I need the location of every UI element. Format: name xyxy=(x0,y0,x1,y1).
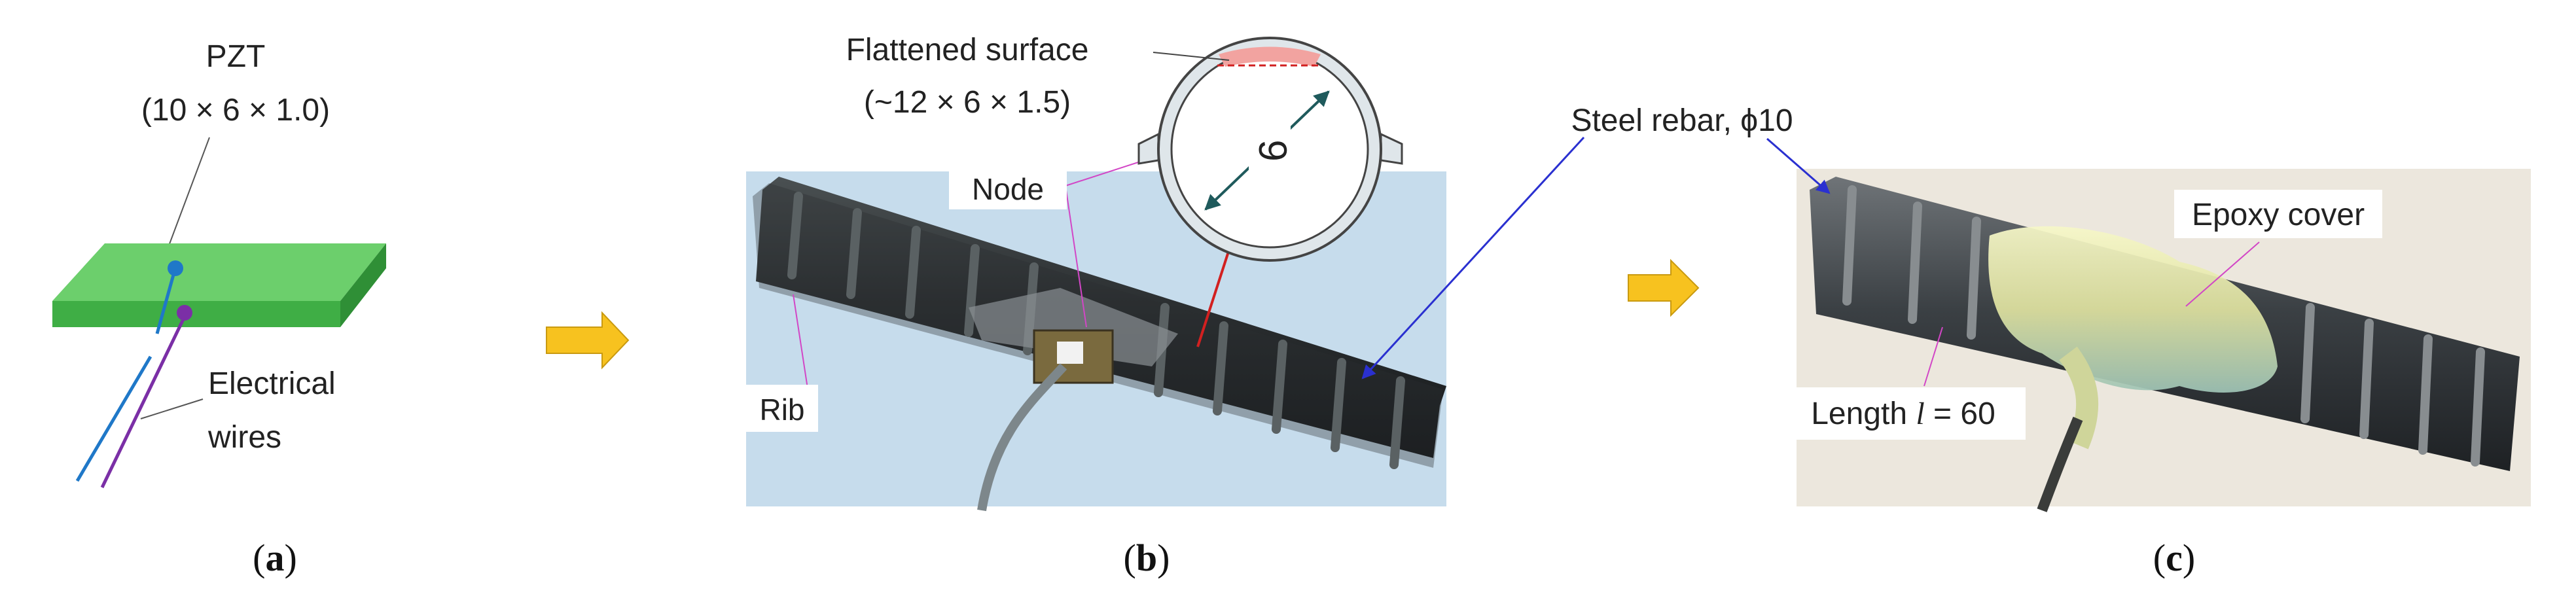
pzt-title: PZT xyxy=(206,39,266,74)
blue-wire-lower xyxy=(75,355,152,482)
cross-section-inset: 9 xyxy=(1137,37,1403,262)
steel-rebar-arrow-c xyxy=(1766,137,1831,194)
wires-label-line1: Electrical xyxy=(208,366,336,401)
node-label-box xyxy=(949,165,1067,209)
purple-wire xyxy=(100,318,185,489)
pzt-plate-side xyxy=(340,243,386,327)
flattened-leader-line xyxy=(1153,52,1230,61)
sensor-cable-c xyxy=(2037,416,2083,512)
rib-label: Rib xyxy=(759,393,804,427)
caption-b: (b) xyxy=(1124,537,1170,579)
length-label-box xyxy=(1780,387,2026,440)
flattened-surface-band xyxy=(1219,46,1321,67)
panel-b: Rib Node 9 Flattened surface (~12 × 6 × … xyxy=(746,33,1793,579)
diameter-value: 9 xyxy=(1251,139,1295,161)
epoxy-label: Epoxy cover xyxy=(2192,198,2365,232)
cross-section-node-left xyxy=(1137,132,1160,165)
epoxy-leader-line xyxy=(2185,241,2260,307)
flattened-label-line2: (~12 × 6 × 1.5) xyxy=(864,85,1071,120)
flow-arrow-1 xyxy=(546,311,630,370)
pzt-plate-front xyxy=(52,301,340,327)
pzt-dimensions: (10 × 6 × 1.0) xyxy=(141,93,330,128)
blue-wire-upper xyxy=(155,274,175,334)
node-label: Node xyxy=(972,172,1044,206)
flattened-label-line1: Flattened surface xyxy=(846,33,1089,67)
steel-rebar-arrow-b xyxy=(1361,136,1585,379)
red-arrow xyxy=(1196,234,1238,347)
purple-wire-node xyxy=(177,305,192,321)
epoxy-label-box xyxy=(2174,190,2382,238)
caption-a: (a) xyxy=(253,537,297,579)
caption-c: (c) xyxy=(2153,537,2195,579)
rib-leader-line xyxy=(793,294,809,393)
epoxy-drip xyxy=(2059,346,2099,450)
node-leader-2 xyxy=(1065,185,1087,328)
pzt-plate-top xyxy=(52,243,386,301)
cross-section-node-right xyxy=(1380,132,1403,165)
epoxy-cover xyxy=(1988,226,2278,393)
length-label: Length l = 60 xyxy=(1811,397,1995,431)
wires-label-line2: wires xyxy=(207,420,281,455)
panel-c: Epoxy cover Length l = 60 (c) xyxy=(1766,137,2531,579)
steel-rebar-label: Steel rebar, ϕ10 xyxy=(1571,103,1793,138)
patch-solder-pad xyxy=(1057,342,1083,364)
wires-leader-line xyxy=(140,398,204,419)
rib-label-box xyxy=(746,385,818,432)
panel-a: PZT (10 × 6 × 1.0) Electrical wires (a) xyxy=(52,39,386,579)
sensor-cable xyxy=(977,363,1067,512)
length-leader-line xyxy=(1923,326,1943,387)
rebar-b xyxy=(753,177,1446,469)
blue-wire-node xyxy=(168,260,183,276)
diameter-label-box xyxy=(1249,124,1291,177)
flow-arrow-2 xyxy=(1628,258,1700,317)
